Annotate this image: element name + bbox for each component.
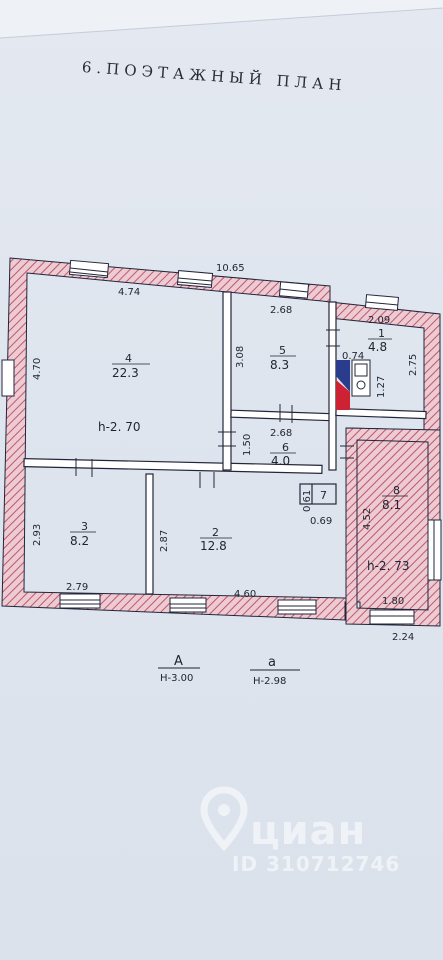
legend-height: Н-2.98 [253,676,286,687]
legend-item-a-lower: а Н-2.98 [250,655,300,687]
room-3: 3 8.2 [70,520,96,548]
windows [1,259,442,625]
window [68,259,110,279]
room-number: 5 [279,344,286,357]
room-area: 12.8 [200,539,227,553]
stair-symbol [336,359,371,410]
watermark-id: ID 310712746 [232,852,401,876]
dim-room2-width: 4.60 [234,589,256,600]
partition [23,458,323,474]
partition [222,291,232,471]
dim-room3-depth: 2.93 [32,524,43,546]
stair-blue [336,360,350,392]
dim-overall-top: 10.65 [216,263,245,274]
watermark-logo-icon [200,786,248,852]
window [427,519,442,581]
room-8: 8 8.1 [382,484,408,512]
interior-walls [23,291,427,595]
partition [328,301,337,471]
partition [335,407,427,420]
room-number: 8 [393,484,400,497]
legend-letter: а [268,655,276,670]
legend-letter: А [174,654,183,669]
height-main: h-2. 70 [98,420,140,434]
annex-walls [345,427,441,627]
dim-stair-a: 0.74 [342,351,364,362]
stair-red [336,380,350,410]
legend-item-a-upper: А Н-3.00 [158,654,200,684]
room-1: 1 4.8 [368,327,392,354]
window [1,359,15,397]
dim-room4-depth: 4.70 [32,358,43,380]
dim-room4-width: 4.74 [118,287,140,298]
room-4: 4 22.3 [112,352,150,380]
room-number: 1 [378,327,385,340]
dim-room5-depth: 3.08 [235,346,246,368]
room-area: 8.3 [270,358,289,372]
dim-room8-depth: 4.52 [362,508,373,530]
watermark-brand: циан [250,808,367,854]
door-marks [75,329,354,488]
dim-room1-width: 2.09 [368,315,390,326]
room-5: 5 8.3 [270,344,296,372]
dim-overall-right: 2.24 [392,632,414,643]
room-7: 7 [320,489,327,502]
room-area: 8.1 [382,498,401,512]
stove [351,359,371,397]
room-number: 4 [125,352,132,365]
dim-room7-a: 0.61 [302,490,313,512]
window [169,597,207,613]
dim-room8-width: 1.80 [382,596,404,607]
dim-room7-b: 0.69 [310,516,332,527]
dim-stair-b: 1.27 [376,376,387,398]
room-number: 2 [212,526,219,539]
dimensions: 10.65 4.74 4.70 2.68 3.08 2.09 2.75 0.74… [32,263,419,643]
dim-room5-width: 2.68 [270,305,292,316]
room-number: 6 [282,441,289,454]
dim-room1-depth: 2.75 [408,354,419,376]
dim-room6-depth: 1.50 [242,434,253,456]
room-number: 3 [81,520,88,533]
room-number: 7 [320,489,327,502]
window [364,294,400,311]
dim-room3-width: 2.79 [66,582,88,593]
dim-room2-depth: 2.87 [159,530,170,552]
partition [230,409,336,422]
room-area: 22.3 [112,366,139,380]
window [59,593,101,609]
partition [299,483,337,505]
window [277,599,317,615]
room-area: 8.2 [70,534,89,548]
legend-height: Н-3.00 [160,673,193,684]
room-2: 2 12.8 [200,526,232,553]
room-area: 4.0 [271,454,290,468]
height-annex: h-2. 73 [367,559,409,573]
dim-room6-width: 2.68 [270,428,292,439]
legend: А Н-3.00 а Н-2.98 [158,654,300,687]
room-area: 4.8 [368,340,387,354]
partition [145,473,154,595]
window [278,281,310,299]
room-6: 6 4.0 [270,441,296,468]
window [369,609,415,625]
room-labels: 4 22.3 5 8.3 1 4.8 6 4.0 7 3 8.2 [70,327,408,553]
window [176,270,214,288]
